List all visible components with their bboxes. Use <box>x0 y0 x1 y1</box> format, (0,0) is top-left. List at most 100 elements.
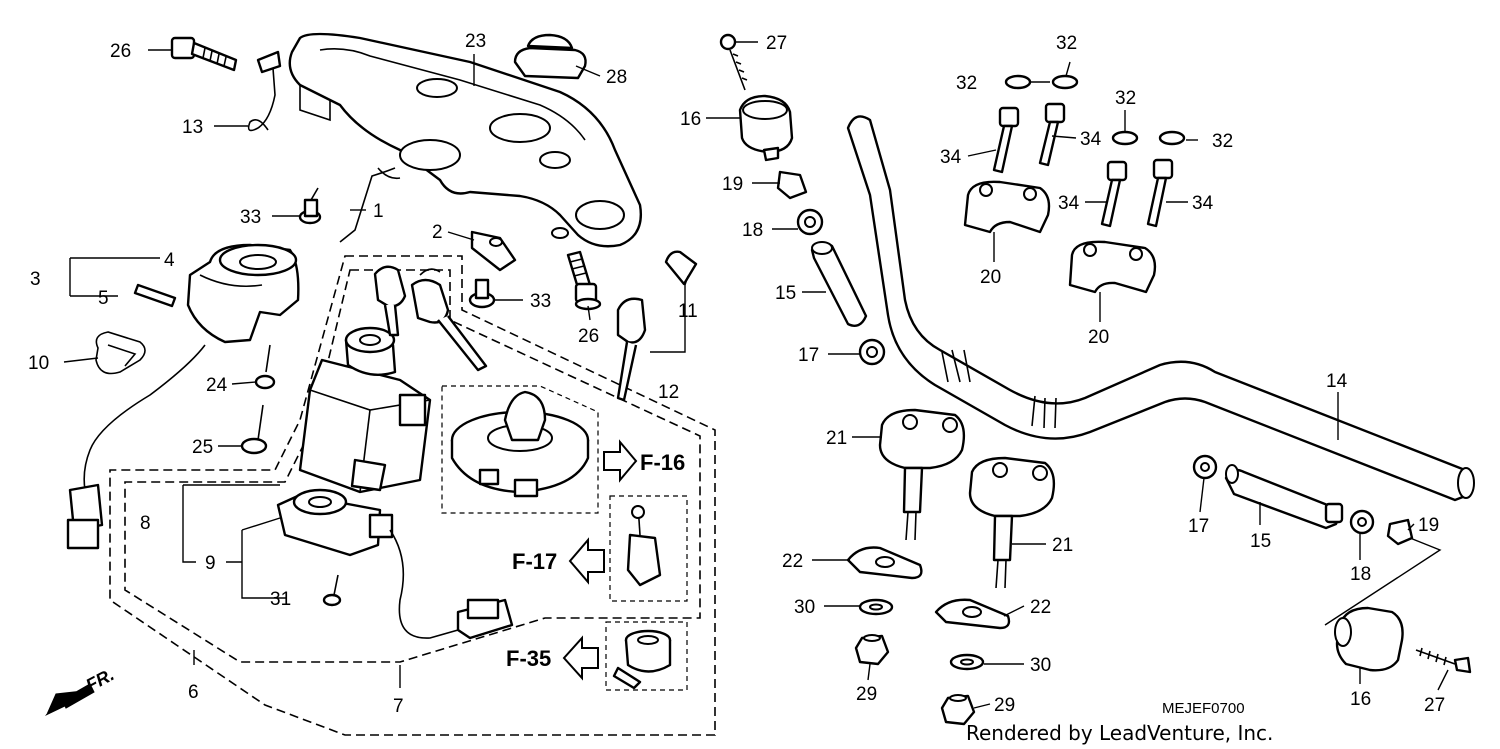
callout-4: 4 <box>164 250 175 271</box>
diagram-code: MEJEF0700 <box>1162 700 1245 717</box>
credit-text: Rendered by LeadVenture, Inc. <box>966 721 1273 745</box>
callout-17-top: 17 <box>798 345 819 366</box>
bar-end-weight-16-right[interactable] <box>1334 606 1404 672</box>
callout-29-right: 29 <box>994 695 1015 716</box>
bracket-2[interactable] <box>470 230 517 272</box>
callout-23: 23 <box>465 31 486 52</box>
callout-10: 10 <box>28 353 49 374</box>
screw-27-top[interactable] <box>719 33 748 91</box>
ref-label-f16: F-16 <box>640 450 685 475</box>
callout-33-left: 33 <box>240 207 261 228</box>
cap-32-d[interactable] <box>1158 130 1186 146</box>
callout-14: 14 <box>1326 371 1348 392</box>
callout-34-b: 34 <box>1080 129 1102 150</box>
collar-19-right[interactable] <box>1386 518 1414 546</box>
holder-20-lower[interactable] <box>1068 240 1157 294</box>
washer-30-left[interactable] <box>858 598 894 616</box>
screw-24[interactable] <box>254 344 276 390</box>
switch-housing-4[interactable] <box>66 243 300 550</box>
callout-30-right: 30 <box>1030 655 1051 676</box>
callout-34-c: 34 <box>1058 193 1080 214</box>
callout-32-c: 32 <box>1115 88 1136 109</box>
callout-20-lower: 20 <box>1088 327 1109 348</box>
fuel-cap-detail[interactable] <box>450 390 590 498</box>
rubber-18-top[interactable] <box>796 208 824 236</box>
rubber-18-right[interactable] <box>1349 509 1375 535</box>
callout-3: 3 <box>30 269 41 290</box>
callout-26-mid: 26 <box>578 326 599 347</box>
callout-33-right: 33 <box>530 291 551 312</box>
callout-29-left: 29 <box>856 684 877 705</box>
screw-31[interactable] <box>322 574 342 607</box>
cap-32-b[interactable] <box>1051 74 1079 90</box>
lock-detail-f35[interactable] <box>612 629 672 690</box>
nut-29-left[interactable] <box>854 634 890 666</box>
callout-22-left: 22 <box>782 551 803 572</box>
lock-detail-f17[interactable] <box>626 504 662 587</box>
inner-weight-15-right[interactable] <box>1224 464 1344 530</box>
key-cap-11[interactable] <box>664 250 698 286</box>
group-outline-7 <box>124 269 701 663</box>
callout-8: 8 <box>140 513 151 534</box>
callout-27-top: 27 <box>766 33 787 54</box>
callout-13: 13 <box>182 117 203 138</box>
wire-guide-1[interactable] <box>339 167 401 243</box>
rubber-17-right[interactable] <box>1192 454 1218 480</box>
plate-22-right[interactable] <box>934 598 1011 630</box>
bolt-34-c[interactable] <box>1100 160 1128 228</box>
ref-arrow-f17 <box>568 537 605 585</box>
washer-30-right[interactable] <box>949 653 985 671</box>
key-12[interactable] <box>616 297 647 402</box>
bolt-25[interactable] <box>240 404 268 455</box>
screw-27-right[interactable] <box>1415 647 1472 674</box>
ref-arrow-f35 <box>562 635 599 681</box>
callout-28: 28 <box>606 67 627 88</box>
ignition-switch-assembly[interactable] <box>298 326 432 494</box>
front-direction-arrow <box>45 683 95 716</box>
clip-10[interactable] <box>95 331 146 375</box>
handlebar-14[interactable] <box>846 115 1475 502</box>
detail-box-f35 <box>605 621 688 691</box>
cap-nut-28[interactable] <box>513 33 587 80</box>
bolt-26-mid[interactable] <box>566 250 602 311</box>
callout-2: 2 <box>432 222 443 243</box>
callout-19-top: 19 <box>722 174 743 195</box>
inner-weight-15-top[interactable] <box>810 241 868 327</box>
riser-21-left[interactable] <box>878 408 966 541</box>
bolt-34-b[interactable] <box>1038 102 1066 167</box>
bolt-34-a[interactable] <box>992 106 1020 174</box>
callout-19-right: 19 <box>1418 515 1439 536</box>
wire-clip-13[interactable] <box>247 50 282 132</box>
callout-34-d: 34 <box>1192 193 1214 214</box>
callout-24: 24 <box>206 375 228 396</box>
holder-20-top[interactable] <box>963 180 1051 234</box>
bolt-33-left[interactable] <box>298 187 322 225</box>
cap-32-c[interactable] <box>1111 130 1139 146</box>
callout-16-top: 16 <box>680 109 701 130</box>
callout-34-a: 34 <box>940 147 962 168</box>
rubber-17-top[interactable] <box>858 338 886 366</box>
callout-7: 7 <box>393 696 404 717</box>
detail-box-f17 <box>609 495 688 602</box>
bolt-34-d[interactable] <box>1146 158 1174 228</box>
callout-21-left: 21 <box>826 428 847 449</box>
riser-21-right[interactable] <box>968 456 1056 589</box>
cap-32-a[interactable] <box>1004 74 1032 90</box>
bolt-33-right[interactable] <box>468 278 496 309</box>
callout-1: 1 <box>373 201 384 222</box>
ref-label-f35: F-35 <box>506 646 551 671</box>
nut-29-right[interactable] <box>940 694 976 726</box>
bolt-26-top[interactable] <box>170 36 238 72</box>
plate-22-left[interactable] <box>846 546 923 580</box>
callout-30-left: 30 <box>794 597 815 618</box>
top-bridge[interactable] <box>288 32 642 248</box>
callout-32-b: 32 <box>956 73 977 94</box>
plate-5[interactable] <box>133 283 177 308</box>
collar-19-top[interactable] <box>776 170 808 200</box>
callout-18-right: 18 <box>1350 564 1371 585</box>
seat-lock-9[interactable] <box>276 488 514 640</box>
bar-end-weight-16-top[interactable] <box>738 94 794 162</box>
keys-set[interactable] <box>373 265 488 372</box>
